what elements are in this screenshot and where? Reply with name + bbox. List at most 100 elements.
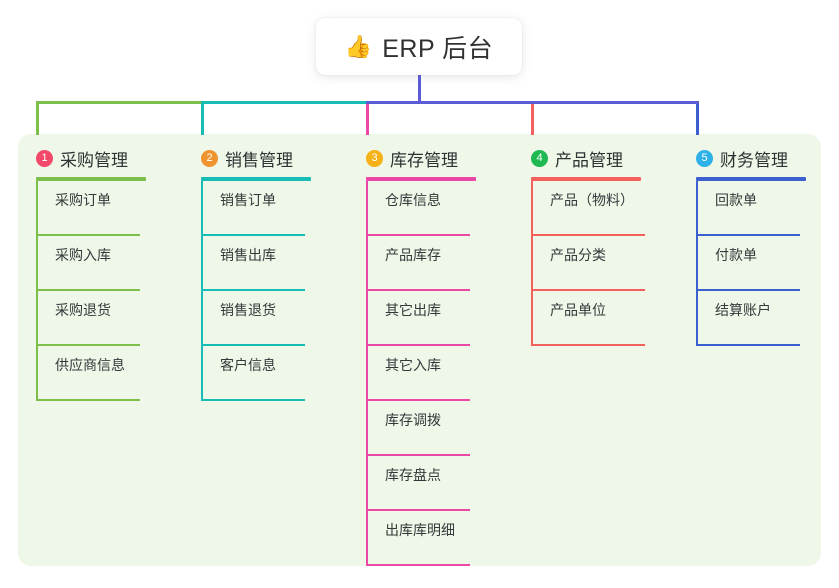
leaf-label: 产品分类 xyxy=(550,247,606,263)
leaf-node[interactable]: 销售退货 xyxy=(201,291,311,346)
leaf-node[interactable]: 回款单 xyxy=(696,181,806,236)
branch-column-2: 2 销售管理销售订单销售出库销售退货客户信息 xyxy=(185,145,311,401)
leaf-underline xyxy=(36,234,140,236)
branch-column-3: 3 库存管理仓库信息产品库存其它出库其它入库库存调拨库存盘点出库库明细 xyxy=(350,145,476,566)
drop-connector-4 xyxy=(531,104,534,135)
leaf-underline xyxy=(531,234,645,236)
leaf-underline xyxy=(36,344,140,346)
branch-leaf-list: 销售订单销售出库销售退货客户信息 xyxy=(201,181,311,401)
leaf-label: 付款单 xyxy=(715,247,757,263)
leaf-underline xyxy=(696,344,800,346)
leaf-label: 其它出库 xyxy=(385,302,441,318)
branch-header-5[interactable]: 5 财务管理 xyxy=(680,145,806,171)
leaf-node[interactable]: 产品分类 xyxy=(531,236,645,291)
branch-number-badge: 5 xyxy=(696,149,713,167)
branch-underline xyxy=(366,177,476,181)
leaf-node[interactable]: 产品库存 xyxy=(366,236,476,291)
leaf-node[interactable]: 采购订单 xyxy=(36,181,146,236)
branch-column-4: 4 产品管理产品（物料） 产品分类产品单位 xyxy=(515,145,645,346)
leaf-label: 产品单位 xyxy=(550,302,606,318)
branch-spine xyxy=(696,181,698,346)
leaf-label: 供应商信息 xyxy=(55,357,125,373)
leaf-node[interactable]: 供应商信息 xyxy=(36,346,146,401)
branches-panel xyxy=(18,134,821,566)
leaf-node[interactable]: 库存调拨 xyxy=(366,401,476,456)
leaf-label: 产品库存 xyxy=(385,247,441,263)
leaf-underline xyxy=(531,289,645,291)
leaf-label: 库存调拨 xyxy=(385,412,441,428)
leaf-label: 产品（物料） xyxy=(550,192,634,208)
branch-number-badge: 3 xyxy=(366,149,383,167)
branch-title: 财务管理 xyxy=(720,150,788,170)
drop-connector-1 xyxy=(36,104,39,135)
bus-segment-3 xyxy=(366,101,699,104)
leaf-node[interactable]: 仓库信息 xyxy=(366,181,476,236)
branch-title: 库存管理 xyxy=(390,150,458,170)
branch-leaf-list: 仓库信息产品库存其它出库其它入库库存调拨库存盘点出库库明细 xyxy=(366,181,476,566)
leaf-label: 销售出库 xyxy=(220,247,276,263)
branch-number-badge: 4 xyxy=(531,149,548,167)
leaf-underline xyxy=(36,289,140,291)
leaf-label: 库存盘点 xyxy=(385,467,441,483)
leaf-underline xyxy=(201,289,305,291)
leaf-node[interactable]: 库存盘点 xyxy=(366,456,476,511)
leaf-label: 销售订单 xyxy=(220,192,276,208)
leaf-label: 仓库信息 xyxy=(385,192,441,208)
branch-spine xyxy=(366,181,368,566)
branch-spine xyxy=(201,181,203,401)
leaf-underline xyxy=(366,509,470,511)
leaf-node[interactable]: 销售订单 xyxy=(201,181,311,236)
thumbs-up-icon: 👍 xyxy=(344,33,373,59)
bus-segment-2 xyxy=(201,101,369,104)
leaf-underline xyxy=(696,289,800,291)
branch-spine xyxy=(36,181,38,401)
branch-leaf-list: 产品（物料） 产品分类产品单位 xyxy=(531,181,645,346)
leaf-underline xyxy=(531,344,645,346)
leaf-node[interactable]: 其它出库 xyxy=(366,291,476,346)
branch-leaf-list: 采购订单采购入库采购退货供应商信息 xyxy=(36,181,146,401)
leaf-label: 客户信息 xyxy=(220,357,276,373)
leaf-node[interactable]: 销售出库 xyxy=(201,236,311,291)
leaf-node[interactable]: 结算账户 xyxy=(696,291,806,346)
branch-number-badge: 2 xyxy=(201,149,218,167)
leaf-label: 回款单 xyxy=(715,192,757,208)
leaf-label: 结算账户 xyxy=(715,302,771,318)
leaf-node[interactable]: 其它入库 xyxy=(366,346,476,401)
leaf-node[interactable]: 付款单 xyxy=(696,236,806,291)
leaf-node[interactable]: 出库库明细 xyxy=(366,511,476,566)
branch-title: 销售管理 xyxy=(225,150,293,170)
leaf-underline xyxy=(201,234,305,236)
branch-header-3[interactable]: 3 库存管理 xyxy=(350,145,476,171)
leaf-underline xyxy=(201,344,305,346)
leaf-node[interactable]: 产品单位 xyxy=(531,291,645,346)
branch-leaf-list: 回款单付款单结算账户 xyxy=(696,181,806,346)
branch-header-2[interactable]: 2 销售管理 xyxy=(185,145,311,171)
leaf-underline xyxy=(201,399,305,401)
bus-segment-1 xyxy=(36,101,204,104)
drop-connector-2 xyxy=(201,104,204,135)
leaf-node[interactable]: 采购入库 xyxy=(36,236,146,291)
leaf-node[interactable]: 客户信息 xyxy=(201,346,311,401)
leaf-underline xyxy=(366,399,470,401)
branch-underline xyxy=(201,177,311,181)
drop-connector-5 xyxy=(696,104,699,135)
branch-underline xyxy=(696,177,806,181)
leaf-node[interactable]: 采购退货 xyxy=(36,291,146,346)
leaf-underline xyxy=(366,344,470,346)
branch-spine xyxy=(531,181,533,346)
drop-connector-3 xyxy=(366,104,369,135)
leaf-underline xyxy=(366,564,470,566)
root-stem-connector xyxy=(418,75,421,101)
root-node-label: ERP 后台 xyxy=(382,34,494,63)
leaf-underline xyxy=(366,289,470,291)
leaf-underline xyxy=(366,234,470,236)
branch-title: 产品管理 xyxy=(555,150,623,170)
branch-header-4[interactable]: 4 产品管理 xyxy=(515,145,641,171)
leaf-node[interactable]: 产品（物料） xyxy=(531,181,645,236)
leaf-underline xyxy=(696,234,800,236)
leaf-label: 销售退货 xyxy=(220,302,276,318)
root-node-erp-backend[interactable]: 👍 ERP 后台 xyxy=(316,18,522,75)
